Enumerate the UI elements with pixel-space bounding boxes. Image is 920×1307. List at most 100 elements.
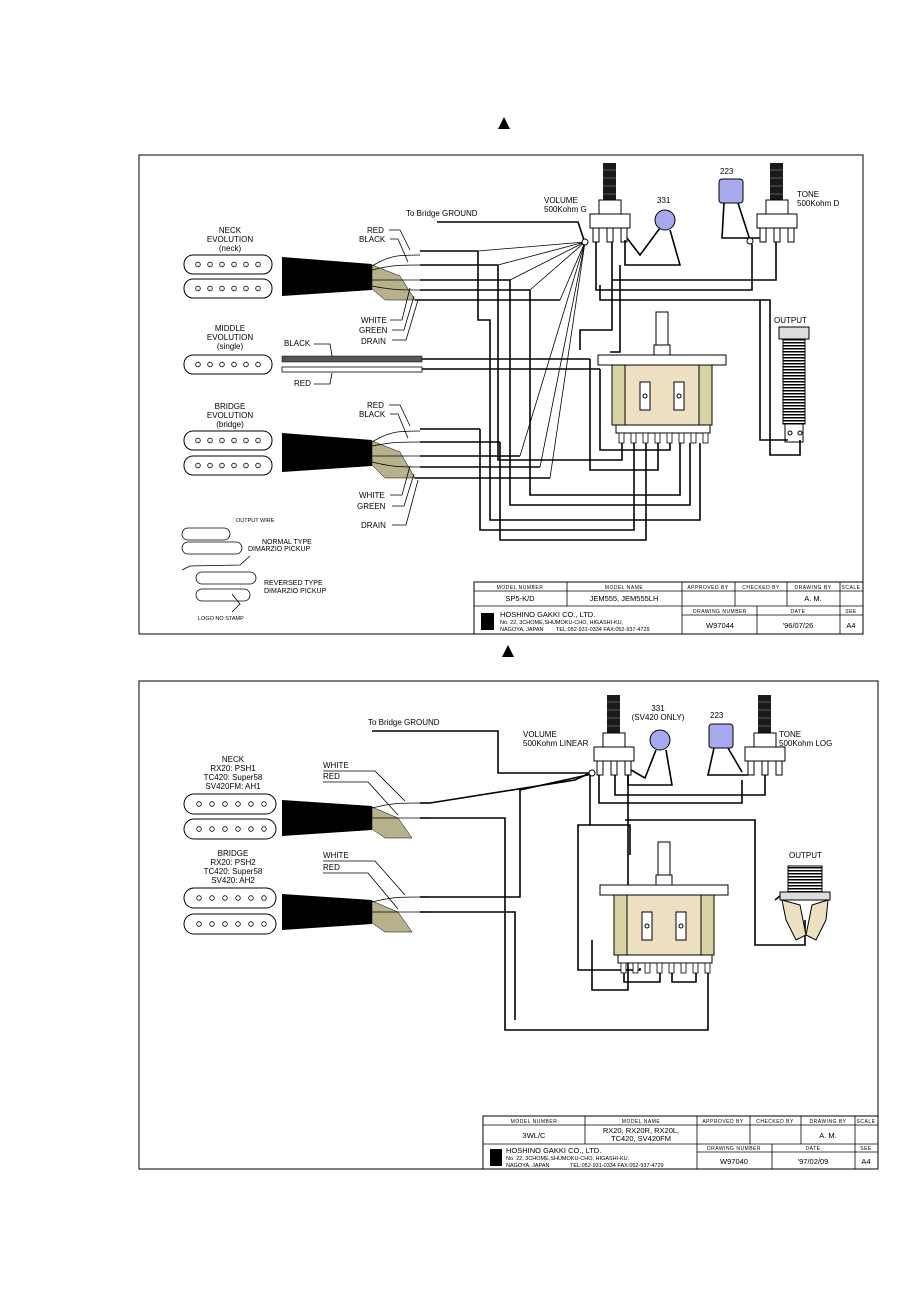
- tb1-tel: TEL:052-931-0334 FAX:052-937-4729: [556, 627, 650, 633]
- volume-label: VOLUME: [544, 196, 578, 205]
- tb2-date-head: DATE: [806, 1146, 821, 1152]
- neck2-line3: SV420FM: AH1: [205, 782, 261, 791]
- tb2-see: A4: [861, 1157, 870, 1166]
- tb1-date-head: DATE: [791, 609, 806, 615]
- middle-single-coil: [183, 354, 273, 375]
- bridge-white-label: WHITE: [359, 491, 385, 500]
- neck2-line1: RX20: PSH1: [210, 764, 256, 773]
- legend-output-wire: OUTPUT WIRE: [236, 518, 275, 524]
- tb2-approved-head: APPROVED BY: [702, 1119, 744, 1125]
- tb1-drawing-number-head: DRAWING NUMBER: [693, 609, 747, 615]
- middle-position: (single): [217, 342, 244, 351]
- bridge2-line1: RX20: PSH2: [210, 858, 256, 867]
- bridge2-line2: TC420: Super58: [204, 867, 263, 876]
- capacitor-331-2: [649, 729, 671, 751]
- cap2-223-label: 223: [710, 711, 724, 720]
- tb2-drawing-number: W97040: [720, 1157, 748, 1166]
- tone-pot: [756, 163, 798, 243]
- bridge-green-label: GREEN: [357, 502, 386, 511]
- middle-red-wire: [281, 366, 423, 373]
- cap2-331-label: 331: [651, 704, 665, 713]
- neck2-line2: TC420: Super58: [204, 773, 263, 782]
- tb2-drawing-number-head: DRAWING NUMBER: [707, 1146, 761, 1152]
- neck2-cable-shield: [371, 806, 413, 839]
- tb1-drawing-by: A. M.: [804, 594, 822, 603]
- middle-red-label: RED: [294, 379, 311, 388]
- tb2-company: HOSHINO GAKKI CO., LTD.: [506, 1146, 601, 1155]
- bridge-humbucker-2: [183, 887, 277, 935]
- volume2-label: VOLUME: [523, 730, 557, 739]
- legend-logo: LOGO NO STAMP: [198, 616, 244, 622]
- bridge-model: EVOLUTION: [207, 411, 253, 420]
- diagram-1-frame: [138, 154, 864, 635]
- tb1-approved-head: APPROVED BY: [687, 585, 729, 591]
- output-jack: [778, 326, 810, 443]
- bridge2-red-label: RED: [323, 863, 340, 872]
- to-bridge-ground-label-2: To Bridge GROUND: [368, 718, 440, 727]
- bridge-wire-ends: [415, 428, 550, 479]
- neck-wire-ends: [415, 250, 560, 301]
- tb2-model-name-1: RX20, RX20R, RX20L,: [603, 1126, 679, 1135]
- bridge-cable: [282, 433, 372, 472]
- neck-white-label: WHITE: [361, 316, 387, 325]
- legend-reversed: REVERSED TYPE: [264, 580, 323, 587]
- tb1-company: HOSHINO GAKKI CO., LTD.: [500, 610, 595, 619]
- tone-pot-2: [744, 695, 786, 776]
- volume-pot: [589, 163, 631, 243]
- tone-value: 500Kohm D: [797, 199, 839, 208]
- neck-cable-shield: [371, 264, 416, 301]
- tb1-model-number-head: MODEL NUMBER: [497, 585, 544, 591]
- bridge2-cable: [282, 894, 372, 930]
- capacitor-331: [654, 209, 676, 231]
- neck-green-label: GREEN: [359, 326, 388, 335]
- tb2-drawing-by: A. M.: [819, 1131, 837, 1140]
- capacitor-223: [718, 178, 744, 204]
- tone2-label: TONE: [779, 730, 801, 739]
- neck-position: (neck): [219, 244, 242, 253]
- neck-cable: [282, 257, 372, 296]
- tb2-model-name-2: TC420, SV420FM: [611, 1134, 671, 1143]
- tb1-scale-head: SCALE: [842, 585, 861, 591]
- bridge-humbucker: [183, 430, 273, 476]
- volume2-value: 500Kohm LINEAR: [523, 739, 589, 748]
- cap-331-label: 331: [657, 196, 671, 205]
- bridge-cable-shield: [371, 440, 416, 479]
- tb1-address2: NAGOYA, JAPAN: [500, 627, 544, 633]
- neck-humbucker: [183, 254, 273, 299]
- tb2-model-number-head: MODEL NUMBER: [511, 1119, 558, 1125]
- title-block-2: [482, 1115, 879, 1170]
- neck-humbucker-2: [183, 793, 277, 840]
- tb2-see-head: SEE: [860, 1146, 872, 1152]
- tb1-model-number: SP5-K/D: [505, 594, 535, 603]
- tb1-address1: No. 22, 3CHOME,SHUMOKU-CHO, HIGASHI-KU,: [500, 620, 624, 626]
- tb1-model-name: JEM555, JEM555LH: [590, 594, 659, 603]
- tb1-drawing-head: DRAWING BY: [794, 585, 831, 591]
- title-block-1: [473, 581, 864, 635]
- bridge-position: (bridge): [216, 420, 244, 429]
- tb1-date: '96/07/26: [783, 621, 814, 630]
- bridge-black-label: BLACK: [359, 410, 386, 419]
- tb2-date: '97/02/09: [798, 1157, 829, 1166]
- middle-model: EVOLUTION: [207, 333, 253, 342]
- tone2-value: 500Kohm LOG: [779, 739, 832, 748]
- tb2-model-name-head: MODEL NAME: [622, 1119, 661, 1125]
- legend-reversed-dimarzio: DIMARZIO PICKUP: [264, 588, 327, 595]
- bridge2-cable-shield: [371, 900, 413, 933]
- bridge-drain-label: DRAIN: [361, 521, 386, 530]
- neck-red-label: RED: [367, 226, 384, 235]
- tb2-scale-head: SCALE: [857, 1119, 876, 1125]
- neck2-name: NECK: [222, 755, 245, 764]
- bridge2-line3: SV420: AH2: [211, 876, 255, 885]
- output-jack-2: [774, 865, 831, 941]
- neck2-cable: [282, 800, 372, 836]
- neck2-white-label: WHITE: [323, 761, 349, 770]
- volume-value: 500Kohm G: [544, 205, 587, 214]
- bridge2-white-label: WHITE: [323, 851, 349, 860]
- output2-label: OUTPUT: [789, 851, 822, 860]
- tb2-checked-head: CHECKED BY: [756, 1119, 794, 1125]
- five-way-switch: [597, 311, 727, 444]
- capacitor-223-2: [708, 723, 734, 749]
- neck-model: EVOLUTION: [207, 235, 253, 244]
- middle-black-label: BLACK: [284, 339, 311, 348]
